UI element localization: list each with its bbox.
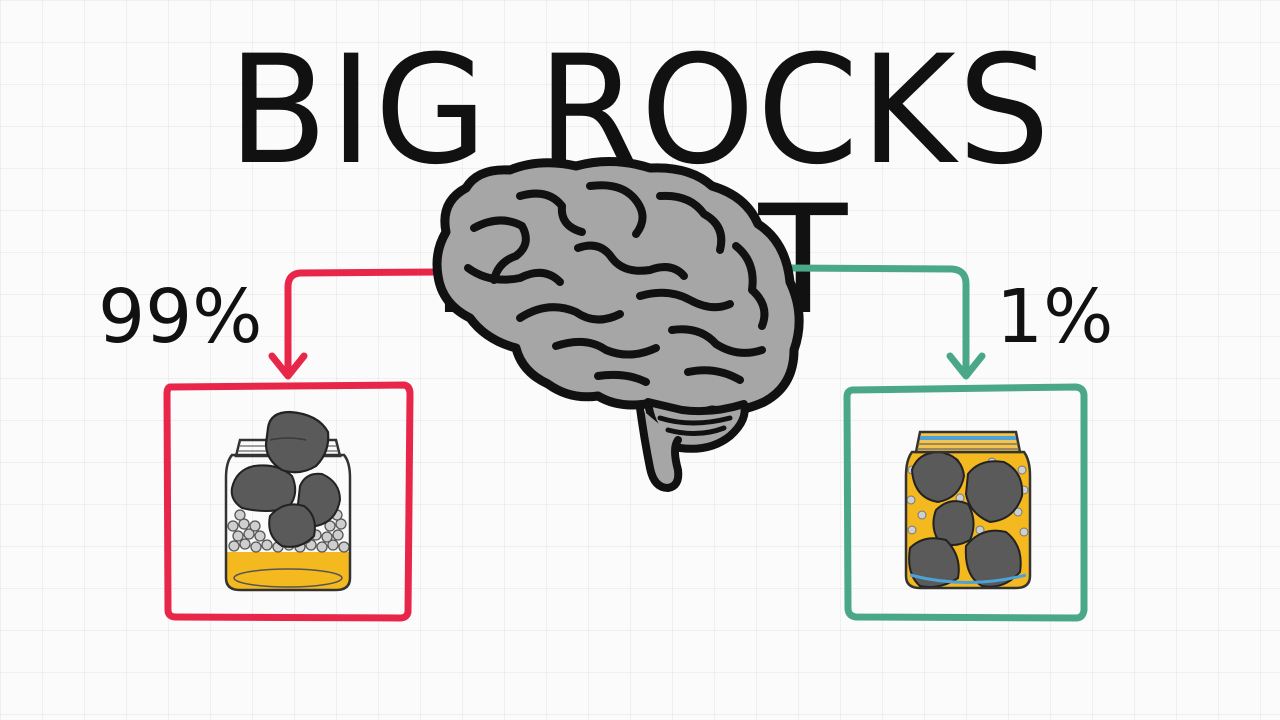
- rock-icon: [964, 529, 1022, 588]
- right-jar-frame: [843, 383, 1088, 622]
- rock-icon: [964, 460, 1024, 524]
- rock-icon: [268, 503, 316, 548]
- jar-icon: [904, 450, 1032, 590]
- left-jar-frame: [163, 381, 414, 622]
- brain-icon: [432, 156, 804, 492]
- right-arrow: [784, 264, 986, 380]
- rock-icon: [230, 464, 297, 512]
- left-arrow: [268, 268, 444, 380]
- left-percent-label: 99%: [98, 274, 263, 360]
- jar-icon: [224, 453, 352, 592]
- rock-icon: [910, 452, 966, 504]
- rock-icon: [264, 410, 330, 474]
- arrow-down-icon: [268, 352, 308, 380]
- right-jar: [904, 430, 1032, 590]
- rock-icon: [908, 537, 960, 588]
- left-jar: [224, 410, 352, 592]
- right-percent-label: 1%: [996, 274, 1114, 360]
- rock-icon: [932, 500, 975, 546]
- arrow-down-icon: [946, 352, 986, 380]
